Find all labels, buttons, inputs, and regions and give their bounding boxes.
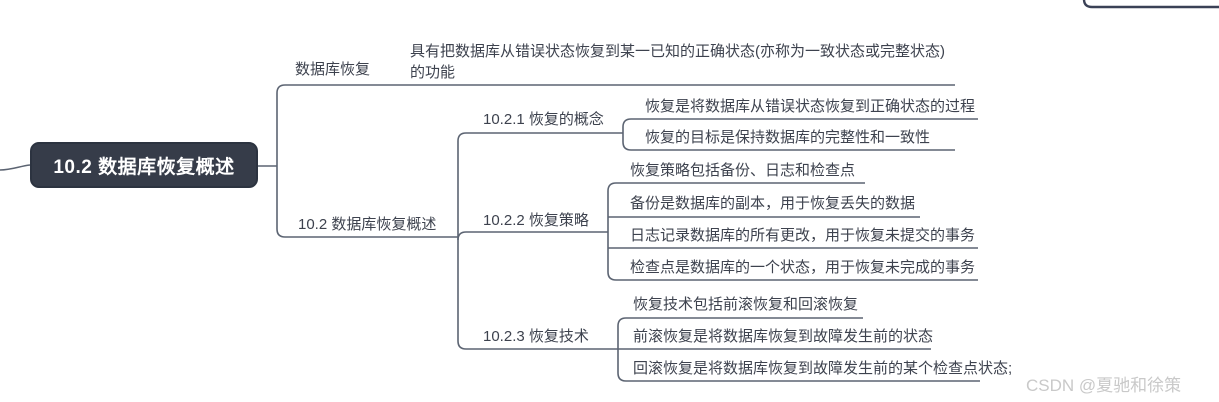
leafgroup-1022-outline [607, 182, 978, 281]
branch-1022-underline [457, 231, 608, 241]
root-left-connector [0, 164, 31, 171]
leaf-1023-3[interactable]: 回滚恢复是将数据库恢复到故障发生前的某个检查点状态; [633, 360, 1013, 377]
topic-1023-technique[interactable]: 10.2.3 恢复技术 [483, 328, 589, 345]
leaf-1021-1[interactable]: 恢复是将数据库从错误状态恢复到正确状态的过程 [645, 98, 976, 115]
description-line-2: 的功能 [410, 64, 456, 81]
leafgroup-1021-outline [622, 118, 978, 151]
root-topic[interactable]: 10.2 数据库恢复概述 [30, 142, 258, 188]
leaf-1023-1[interactable]: 恢复技术包括前滚恢复和回滚恢复 [633, 296, 859, 313]
csdn-watermark: CSDN @夏驰和徐策 [1026, 376, 1182, 395]
leaf-1022-2[interactable]: 备份是数据库的副本，用于恢复丢失的数据 [630, 195, 916, 212]
leaf-1023-2[interactable]: 前滚恢复是将数据库恢复到故障发生前的状态 [633, 328, 934, 345]
level1-bracket [276, 84, 955, 238]
leaf-1022-3[interactable]: 日志记录数据库的所有更改，用于恢复未提交的事务 [630, 227, 976, 244]
leafgroup-1023-outline [617, 317, 980, 382]
topic-1021-concept[interactable]: 10.2.1 恢复的概念 [483, 111, 604, 128]
topic-1022-strategy[interactable]: 10.2.2 恢复策略 [483, 212, 589, 229]
cutoff-node-edge [1082, 0, 1219, 9]
leaf-1022-1[interactable]: 恢复策略包括备份、日志和检查点 [630, 162, 856, 179]
topic-db-recovery[interactable]: 数据库恢复 [295, 61, 371, 78]
leaf-1022-4[interactable]: 检查点是数据库的一个状态，用于恢复未完成的事务 [630, 259, 976, 276]
leaf-1021-2[interactable]: 恢复的目标是保持数据库的完整性和一致性 [645, 129, 931, 146]
topic-102-overview[interactable]: 10.2 数据库恢复概述 [298, 216, 437, 233]
topic-db-recovery-description[interactable]: 具有把数据库从错误状态恢复到某一已知的正确状态(亦称为一致状态或完整状态) 的功… [410, 41, 945, 83]
level2-bracket [457, 132, 931, 350]
description-line-1: 具有把数据库从错误状态恢复到某一已知的正确状态(亦称为一致状态或完整状态) [410, 43, 945, 60]
